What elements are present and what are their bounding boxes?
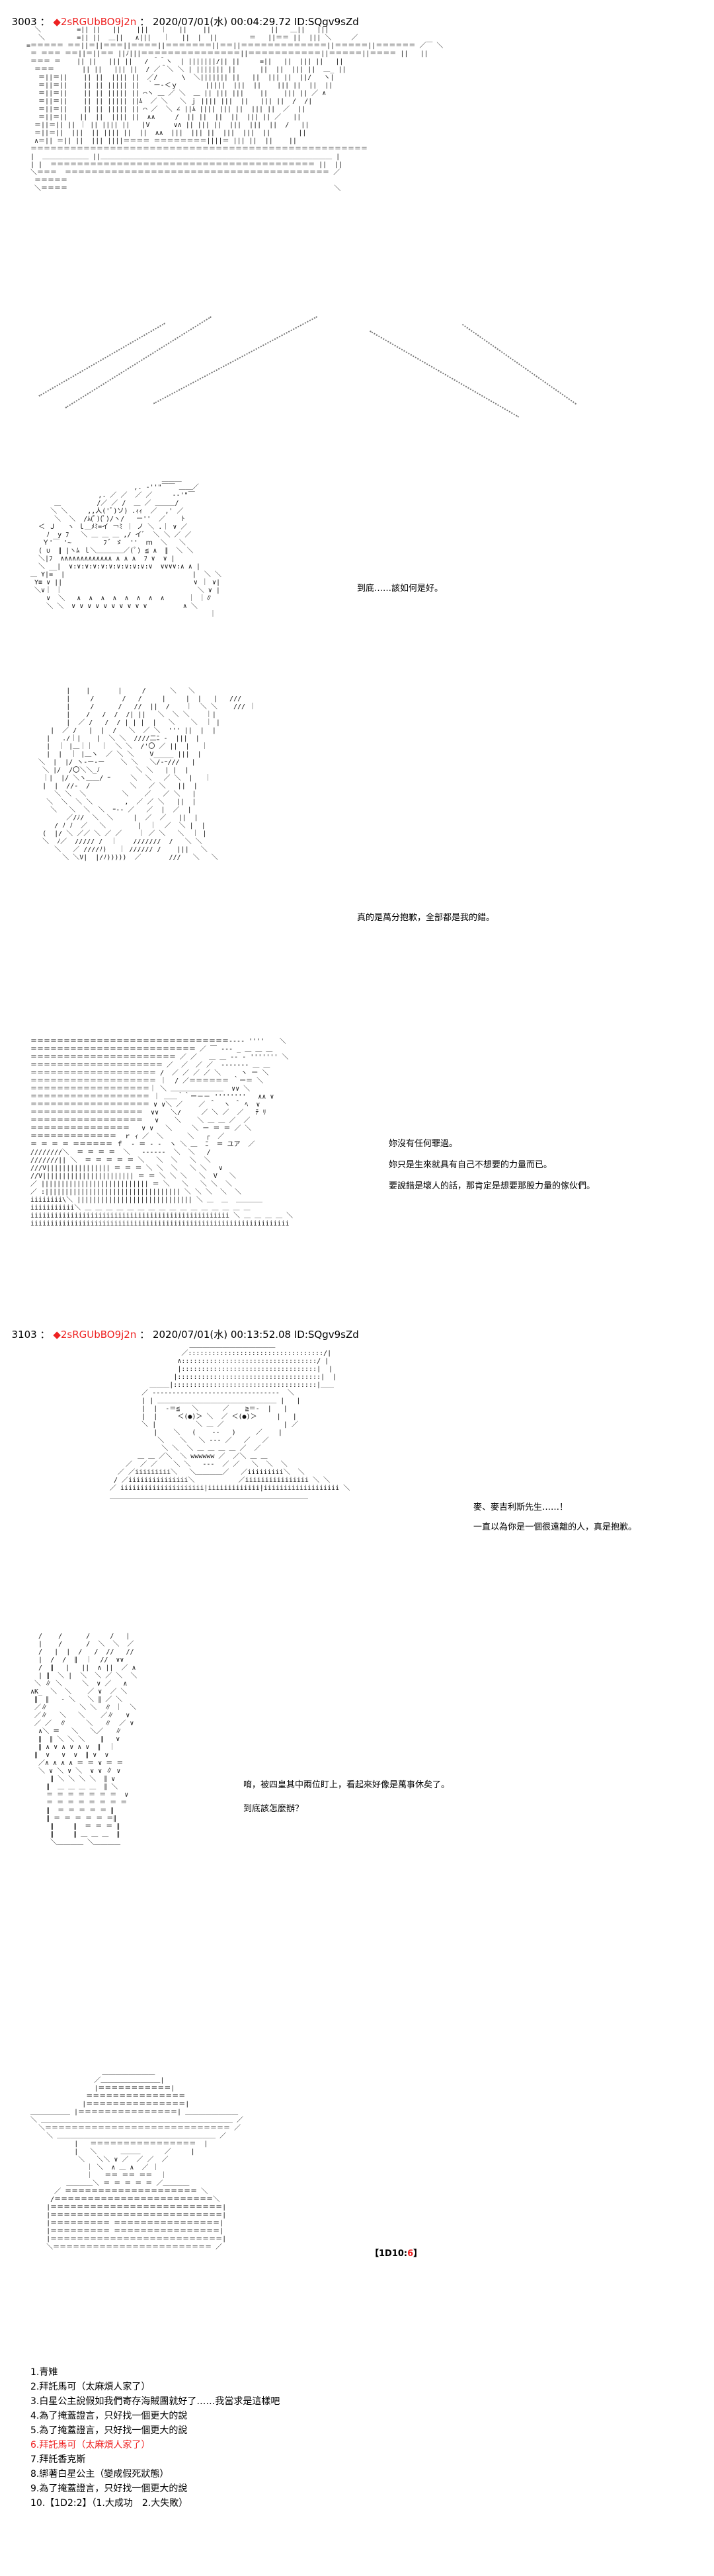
- list-item: 10.【1D2:2】（1.大成功 2.大失敗）: [30, 2498, 188, 2509]
- ascii-art-rain-scene: ＼ =|| || || ||| ｜ || || || ＿|| ||| ＼ =||…: [26, 26, 444, 192]
- list-item: 3.白星公主說假如我們寄存海賊團就好了……我當求是這樣吧: [30, 2396, 280, 2407]
- separator: ：: [139, 16, 150, 28]
- post-number: 3003: [11, 16, 37, 28]
- list-item: 5.為了掩蓋證言，只好找一個更大的說: [30, 2425, 188, 2436]
- list-item: 8.綁著白星公主（變成假死狀態）: [30, 2469, 169, 2479]
- post-number: 3103: [11, 1329, 37, 1341]
- post-header-2: 3103 ： ◆2sRGUbBO9j2n ： 2020/07/01(水) 00:…: [5, 1315, 359, 1341]
- options-list: 1.青雉 2.拜託馬可（太麻煩人家了） 3.白星公主說假如我們寄存海賊團就好了……: [30, 2365, 280, 2511]
- dialogue-line: 唷，被四皇其中兩位盯上，看起來好像是萬事休矣了。: [243, 1780, 450, 1790]
- list-item: 9.為了掩蓋證言，只好找一個更大的說: [30, 2483, 188, 2494]
- list-item: 2.拜託馬可（太麻煩人家了）: [30, 2382, 151, 2392]
- separator: ：: [40, 16, 50, 28]
- dialogue-line: 真的是萬分抱歉，全部都是我的錯。: [357, 913, 495, 923]
- separator: ：: [40, 1329, 50, 1341]
- list-item: 4.為了掩蓋證言，只好找一個更大的說: [30, 2411, 188, 2421]
- dice-value: 6: [407, 2249, 414, 2259]
- ascii-art-figure-3: ＝＝＝＝＝＝＝＝＝＝＝＝＝＝＝＝＝＝＝＝＝＝＝＝＝＝＝＝＝＝-‐‐‐ '''' …: [30, 1038, 294, 1228]
- dialogue-line: 到底該怎麼辦？: [243, 1804, 304, 1814]
- dialogue-line: 妳只是生來就具有自己不想要的力量而已。: [389, 1160, 553, 1170]
- dialogue-line: 麥、麥吉利斯先生……！: [473, 1503, 569, 1512]
- separator: ：: [139, 1329, 150, 1341]
- post-datetime: 2020/07/01(水) 00:04:29.72 ID:SQgv9sZd: [152, 16, 359, 28]
- list-item: 7.拜託香克斯: [30, 2454, 86, 2465]
- ascii-art-figure-4: ＿＿＿＿＿＿＿＿＿＿＿＿＿ ／:::::::::::::::::::::::::…: [110, 1342, 350, 1500]
- ascii-art-figure-5: / / / / | | / / ＼ ＼ ／ / | | / / // // | …: [30, 1633, 138, 1846]
- dice-roll: 【1D10:6】: [370, 2249, 422, 2259]
- dialogue-line: 一直以為你是一個很遠離的人，真是抱歉。: [473, 1522, 637, 1532]
- poster-name[interactable]: ◆2sRGUbBO9j2n: [53, 16, 137, 28]
- dialogue-line: 要說錯是壞人的話，那肯定是想要那股力量的傢伙們。: [389, 1181, 596, 1191]
- list-item: 1.青雉: [30, 2367, 58, 2378]
- post-header-1: 3003 ： ◆2sRGUbBO9j2n ： 2020/07/01(水) 00:…: [5, 3, 359, 28]
- post-datetime: 2020/07/01(水) 00:13:52.08 ID:SQgv9sZd: [152, 1329, 359, 1341]
- ascii-art-figure-6: ＿＿＿＿＿＿＿＿ ／＿＿＿＿＿＿＿＿＿| |＝＝＝＝＝＝＝＝＝＝＝| ＝＝＝＝＝…: [30, 2069, 244, 2251]
- ascii-art-figure-1: ＿＿＿ ,. ‐''"￣￣ ＿＿／ ,. ／ ／ ／ ／ -‐'"￣ ＿ /／ …: [30, 476, 221, 618]
- dialogue-line: 到底……該如何是好。: [357, 584, 444, 594]
- poster-name[interactable]: ◆2sRGUbBO9j2n: [53, 1329, 137, 1341]
- list-item-selected: 6.拜託馬可（太麻煩人家了）: [30, 2440, 151, 2450]
- ascii-art-figure-2: | | | / ＼ ＼ | / / / | | | | /// | / / //…: [38, 687, 257, 861]
- dialogue-line: 妳沒有任何罪過。: [389, 1139, 458, 1149]
